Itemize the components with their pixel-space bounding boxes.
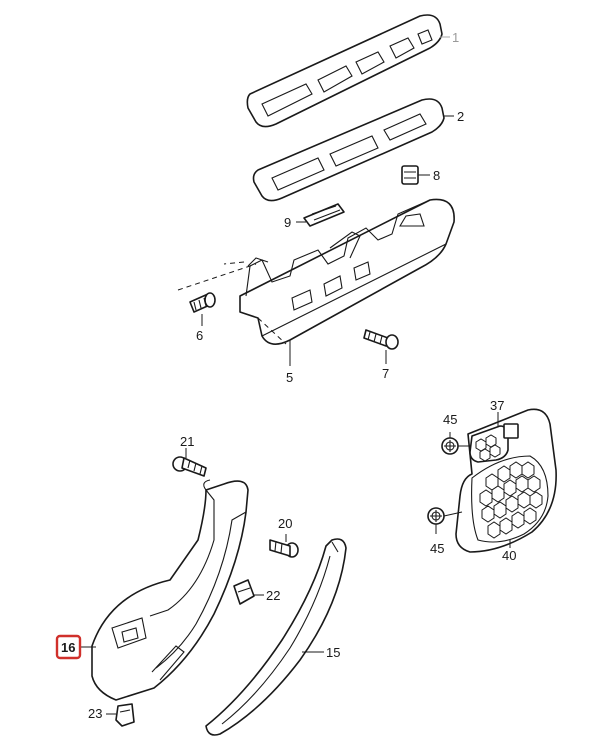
part-21-screw[interactable] bbox=[172, 456, 207, 477]
part-45-cover-upper[interactable] bbox=[441, 437, 459, 455]
callout-16[interactable]: 16 bbox=[61, 640, 75, 655]
part-7-screw[interactable] bbox=[363, 329, 399, 350]
leader-45-upper bbox=[449, 432, 470, 447]
callout-40: 40 bbox=[502, 548, 516, 563]
part-8-clip[interactable] bbox=[401, 165, 419, 185]
callout-45-lower: 45 bbox=[430, 541, 444, 556]
part-9-connector[interactable] bbox=[303, 203, 345, 227]
part-22-clip[interactable] bbox=[233, 579, 255, 605]
part-6-screw[interactable] bbox=[189, 292, 216, 313]
callout-20: 20 bbox=[278, 516, 292, 531]
assembly-guide-lines bbox=[177, 261, 287, 345]
callout-7: 7 bbox=[382, 366, 389, 381]
callout-9: 9 bbox=[284, 215, 291, 230]
callout-45-upper: 45 bbox=[443, 412, 457, 427]
part-2-trim-bezel[interactable] bbox=[252, 98, 445, 202]
part-45-cover-lower[interactable] bbox=[427, 507, 445, 525]
callout-8: 8 bbox=[433, 168, 440, 183]
callout-1: 1 bbox=[452, 30, 459, 45]
callout-37: 37 bbox=[490, 398, 504, 413]
callout-2: 2 bbox=[457, 109, 464, 124]
callout-21: 21 bbox=[180, 434, 194, 449]
callout-16-highlight bbox=[55, 634, 82, 660]
part-20-screw[interactable] bbox=[269, 539, 299, 558]
callout-23: 23 bbox=[88, 706, 102, 721]
leader-45-lower bbox=[435, 511, 463, 534]
callout-6: 6 bbox=[196, 328, 203, 343]
part-5-armrest-carrier[interactable] bbox=[239, 198, 455, 345]
callout-22: 22 bbox=[266, 588, 280, 603]
part-37-tweeter-grille[interactable] bbox=[469, 423, 519, 463]
callout-5: 5 bbox=[286, 370, 293, 385]
part-16-pull-handle[interactable] bbox=[91, 479, 249, 701]
part-15-trim-strip[interactable] bbox=[205, 538, 347, 736]
grille-holes bbox=[479, 461, 543, 539]
callout-15: 15 bbox=[326, 645, 340, 660]
part-23-clip[interactable] bbox=[115, 703, 135, 727]
part-1-switch-bezel[interactable] bbox=[246, 14, 443, 128]
